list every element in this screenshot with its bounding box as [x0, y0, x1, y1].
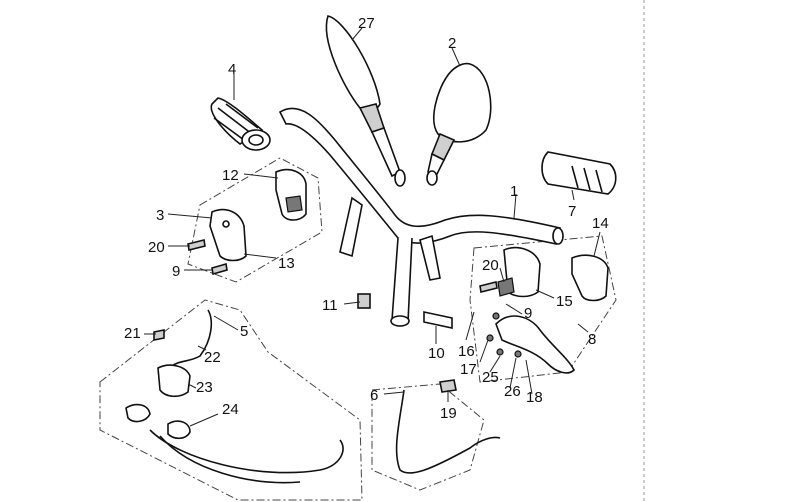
callout-22: 22	[204, 349, 221, 366]
callout-20-left: 20	[148, 239, 165, 256]
left-grip	[210, 97, 271, 151]
callout-9-left: 9	[172, 263, 180, 280]
right-switch-housing	[479, 246, 609, 302]
callout-23: 23	[196, 379, 213, 396]
mirror-adapter-fittings	[357, 293, 453, 329]
throttle-cable-group-outline	[99, 299, 363, 501]
callout-19: 19	[440, 405, 457, 422]
callout-25: 25	[482, 369, 499, 386]
callout-17: 17	[460, 361, 477, 378]
right-grip	[541, 151, 617, 195]
callout-26: 26	[504, 383, 521, 400]
callout-1: 1	[510, 183, 518, 200]
callout-16: 16	[458, 343, 475, 360]
callout-2: 2	[448, 35, 456, 52]
callout-15: 15	[556, 293, 573, 310]
callout-13: 13	[278, 255, 295, 272]
right-lever-group-outline	[469, 235, 617, 383]
callout-4: 4	[228, 61, 236, 78]
callout-24: 24	[222, 401, 239, 418]
callout-12: 12	[222, 167, 239, 184]
leader-lines	[144, 27, 601, 427]
brake-cable-group-outline	[371, 383, 485, 491]
callout-11: 11	[322, 297, 338, 314]
callout-10: 10	[428, 345, 445, 362]
callout-6: 6	[370, 387, 378, 404]
callout-21: 21	[124, 325, 141, 342]
callout-27: 27	[358, 15, 375, 32]
left-switch-group-outline	[187, 157, 323, 283]
handlebar	[278, 107, 564, 327]
callout-8: 8	[588, 331, 596, 348]
brake-cable	[395, 379, 501, 474]
callout-7: 7	[568, 203, 576, 220]
throttle-assembly	[125, 309, 344, 484]
left-screws	[187, 239, 228, 276]
callout-5: 5	[240, 323, 248, 340]
right-mirror	[426, 62, 492, 186]
callout-9-right: 9	[524, 305, 532, 322]
left-switch-housing	[209, 168, 307, 262]
callout-20-right: 20	[482, 257, 499, 274]
callout-18: 18	[526, 389, 543, 406]
callout-labels: 27 2 4 1 12 7 3 14 20 13 9 20 11 15 21 5…	[124, 15, 609, 422]
callout-3: 3	[156, 207, 164, 224]
brake-lever-assembly	[486, 312, 575, 374]
callout-14: 14	[592, 215, 609, 232]
left-mirror	[325, 15, 406, 187]
